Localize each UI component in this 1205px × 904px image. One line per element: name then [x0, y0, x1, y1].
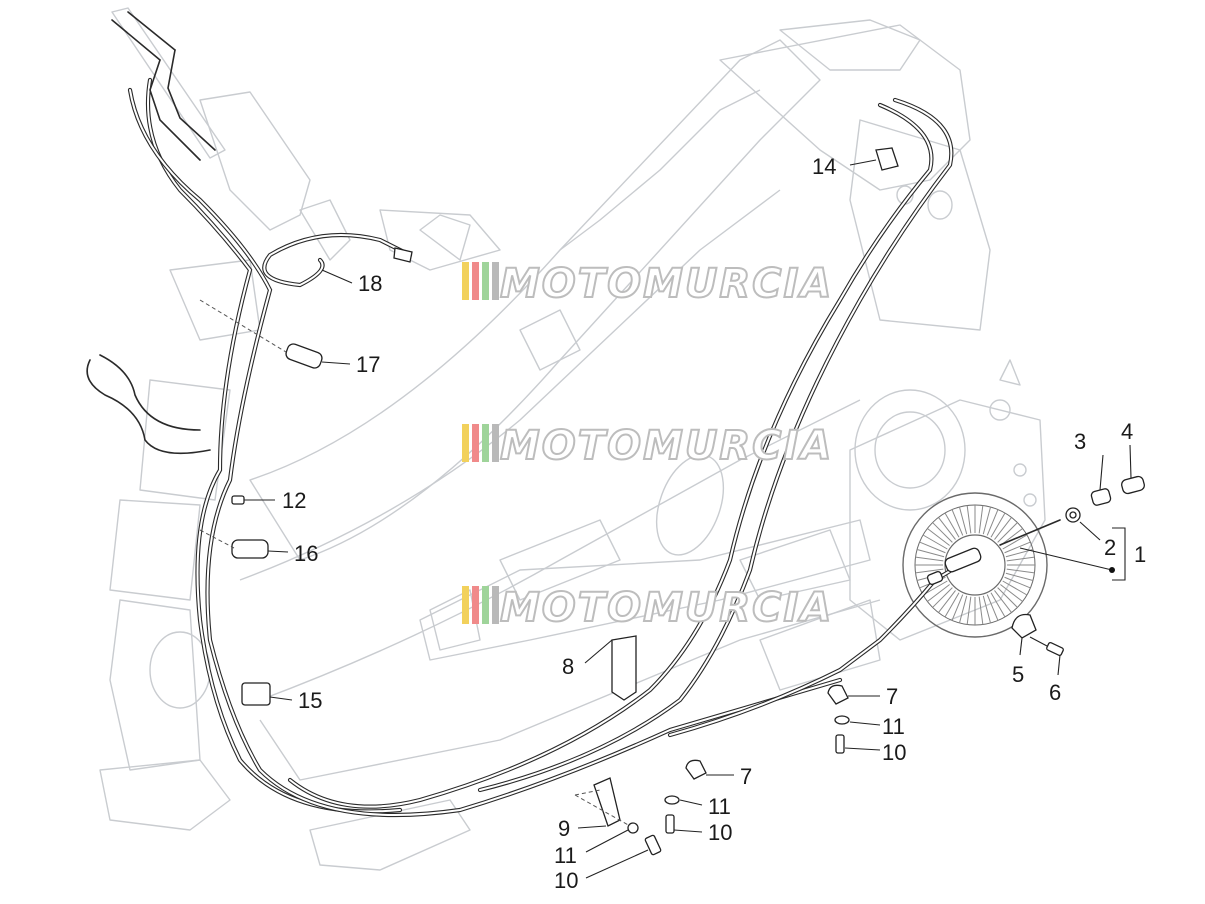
fan-rib [994, 590, 1012, 613]
fan-rib [997, 587, 1018, 608]
fan-rib [966, 596, 972, 625]
fan-rib [986, 509, 999, 536]
fan-rib [944, 512, 960, 538]
watermark-stripe-green [482, 586, 489, 624]
fan-rib [932, 587, 953, 608]
callout-18: 18 [358, 271, 382, 296]
callout-2: 2 [1104, 535, 1116, 560]
callout-10: 10 [708, 820, 732, 845]
fan-rib [915, 556, 944, 562]
fan-rib [958, 595, 968, 624]
fan-rib [982, 506, 992, 535]
callout-8: 8 [562, 654, 574, 679]
fan-rib [990, 512, 1006, 538]
fan-rib [927, 584, 950, 602]
cable-routing [86, 11, 1061, 818]
fan-rib [919, 541, 946, 554]
watermark-stripe-red [472, 262, 479, 300]
watermark-stripe-green [482, 424, 489, 462]
fan-rib [922, 580, 948, 596]
watermark-2: MOTOMURCIA [462, 422, 833, 470]
callout-labels: 18 17 12 16 15 14 3 4 2 1 5 6 7 11 10 8 … [282, 154, 1146, 893]
watermark-1: MOTOMURCIA [462, 260, 833, 308]
fan-rib [982, 595, 992, 624]
watermark-text: MOTOMURCIA [500, 585, 833, 631]
callout-17: 17 [356, 352, 380, 377]
fan-rib [966, 505, 972, 534]
fan-rib [994, 517, 1012, 540]
callout-3: 3 [1074, 429, 1086, 454]
fan-rib [951, 594, 964, 621]
fan-rib [1006, 556, 1035, 562]
watermark-stripe-red [472, 424, 479, 462]
callout-15: 15 [298, 688, 322, 713]
watermark-stripe-yellow [462, 586, 469, 624]
fan-rib [1006, 568, 1035, 574]
callout-6: 6 [1049, 680, 1061, 705]
fan-rib [978, 505, 984, 534]
callout-11: 11 [554, 843, 577, 868]
fan-rib [938, 517, 956, 540]
scooter-frame [99, 7, 1046, 871]
fan-rib [1005, 548, 1034, 558]
fan-rib [990, 592, 1006, 618]
watermark-stripe-red [472, 586, 479, 624]
watermark-stripe-yellow [462, 424, 469, 462]
small-parts [231, 147, 1145, 856]
fan-rib [927, 528, 950, 546]
callout-9: 9 [558, 816, 570, 841]
callout-4: 4 [1121, 419, 1133, 444]
fan-rib [938, 590, 956, 613]
watermark-stripe-grey [492, 586, 499, 624]
fan-rib [958, 506, 968, 535]
watermark-3: MOTOMURCIA [462, 584, 833, 632]
fan-rib [1000, 584, 1023, 602]
fan-rib [1002, 534, 1028, 550]
callout-16: 16 [294, 541, 318, 566]
callout-11: 11 [882, 714, 905, 739]
fan-rib [915, 568, 944, 574]
fan-rib [1004, 576, 1031, 589]
fan-rib [1005, 572, 1034, 582]
callout-10: 10 [882, 740, 906, 765]
callout-14: 14 [812, 154, 836, 179]
watermark-stripe-yellow [462, 262, 469, 300]
watermark-text: MOTOMURCIA [500, 261, 833, 307]
watermark-stripe-green [482, 262, 489, 300]
variator-cover [902, 492, 1048, 638]
callout-7: 7 [886, 684, 898, 709]
fan-rib [986, 594, 999, 621]
assembly-guides [199, 299, 631, 827]
callout-12: 12 [282, 488, 306, 513]
leader-lines [244, 159, 1132, 879]
fan-rib [916, 548, 945, 558]
callout-10: 10 [554, 868, 578, 893]
fan-rib [997, 522, 1018, 543]
watermark-stripe-grey [492, 424, 499, 462]
callout-7: 7 [740, 764, 752, 789]
fan-rib [978, 596, 984, 625]
watermark-text: MOTOMURCIA [500, 423, 833, 469]
fan-rib [951, 509, 964, 536]
fan-rib [932, 522, 953, 543]
callout-5: 5 [1012, 662, 1024, 687]
fan-rib [1002, 580, 1028, 596]
fan-rib [922, 534, 948, 550]
callout-11: 11 [708, 794, 731, 819]
fan-rib [1004, 541, 1031, 554]
callout-1-dot [1109, 567, 1115, 573]
watermark-stripe-grey [492, 262, 499, 300]
fan-rib [944, 592, 960, 618]
callout-1: 1 [1134, 542, 1146, 567]
